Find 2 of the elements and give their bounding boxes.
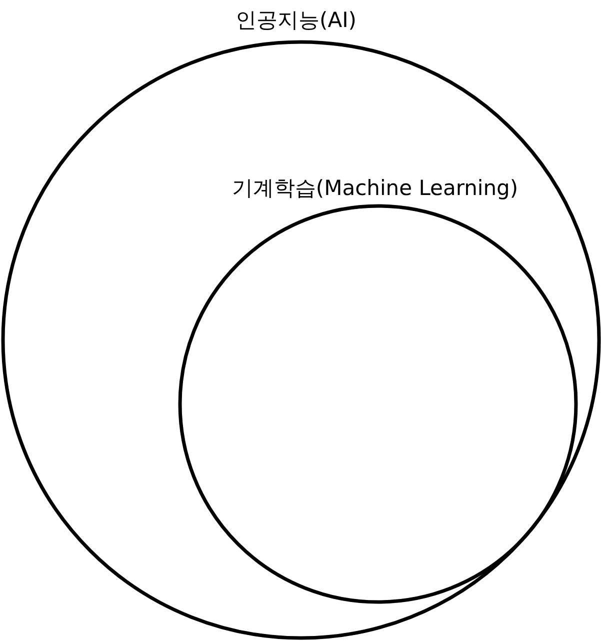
circle-label: 인공지능(AI) [236, 8, 356, 32]
circle-label: 기계학습(Machine Learning) [232, 176, 518, 200]
